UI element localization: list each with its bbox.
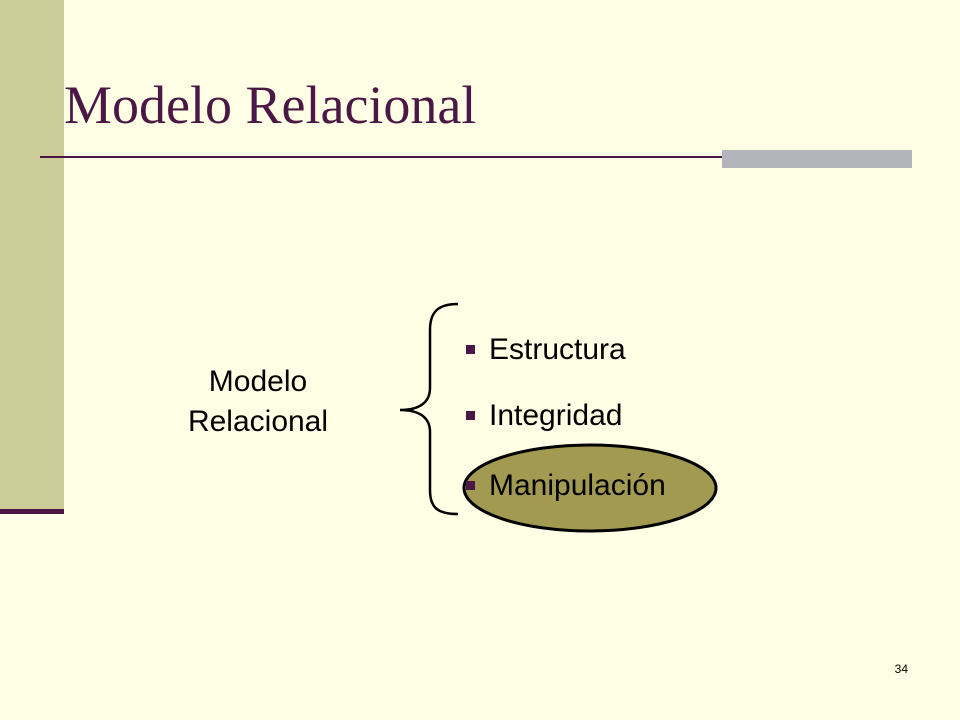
list-item-label: Estructura xyxy=(489,333,626,366)
slide-number: 34 xyxy=(894,662,908,676)
list-item-integridad: Integridad xyxy=(466,396,622,436)
list-item-estructura: Estructura xyxy=(466,330,626,370)
square-bullet-icon xyxy=(466,344,475,354)
title-underline xyxy=(40,156,912,158)
left-band-accent-line xyxy=(0,509,64,514)
title-underline-accent xyxy=(722,150,912,168)
concept-label: Modelo Relacional xyxy=(160,362,356,442)
list-item-label: Integridad xyxy=(489,399,623,432)
curly-brace-icon xyxy=(399,302,459,516)
concept-label-line-1: Modelo xyxy=(208,365,308,398)
list-item-label: Manipulación xyxy=(489,469,666,502)
slide-title: Modelo Relacional xyxy=(64,75,477,135)
square-bullet-icon xyxy=(466,410,475,420)
concept-label-line-2: Relacional xyxy=(187,405,329,438)
square-bullet-icon xyxy=(466,480,475,490)
highlight-ellipse xyxy=(462,443,718,533)
list-item-manipulacion: Manipulación xyxy=(466,466,666,506)
left-decorative-band xyxy=(0,0,64,512)
